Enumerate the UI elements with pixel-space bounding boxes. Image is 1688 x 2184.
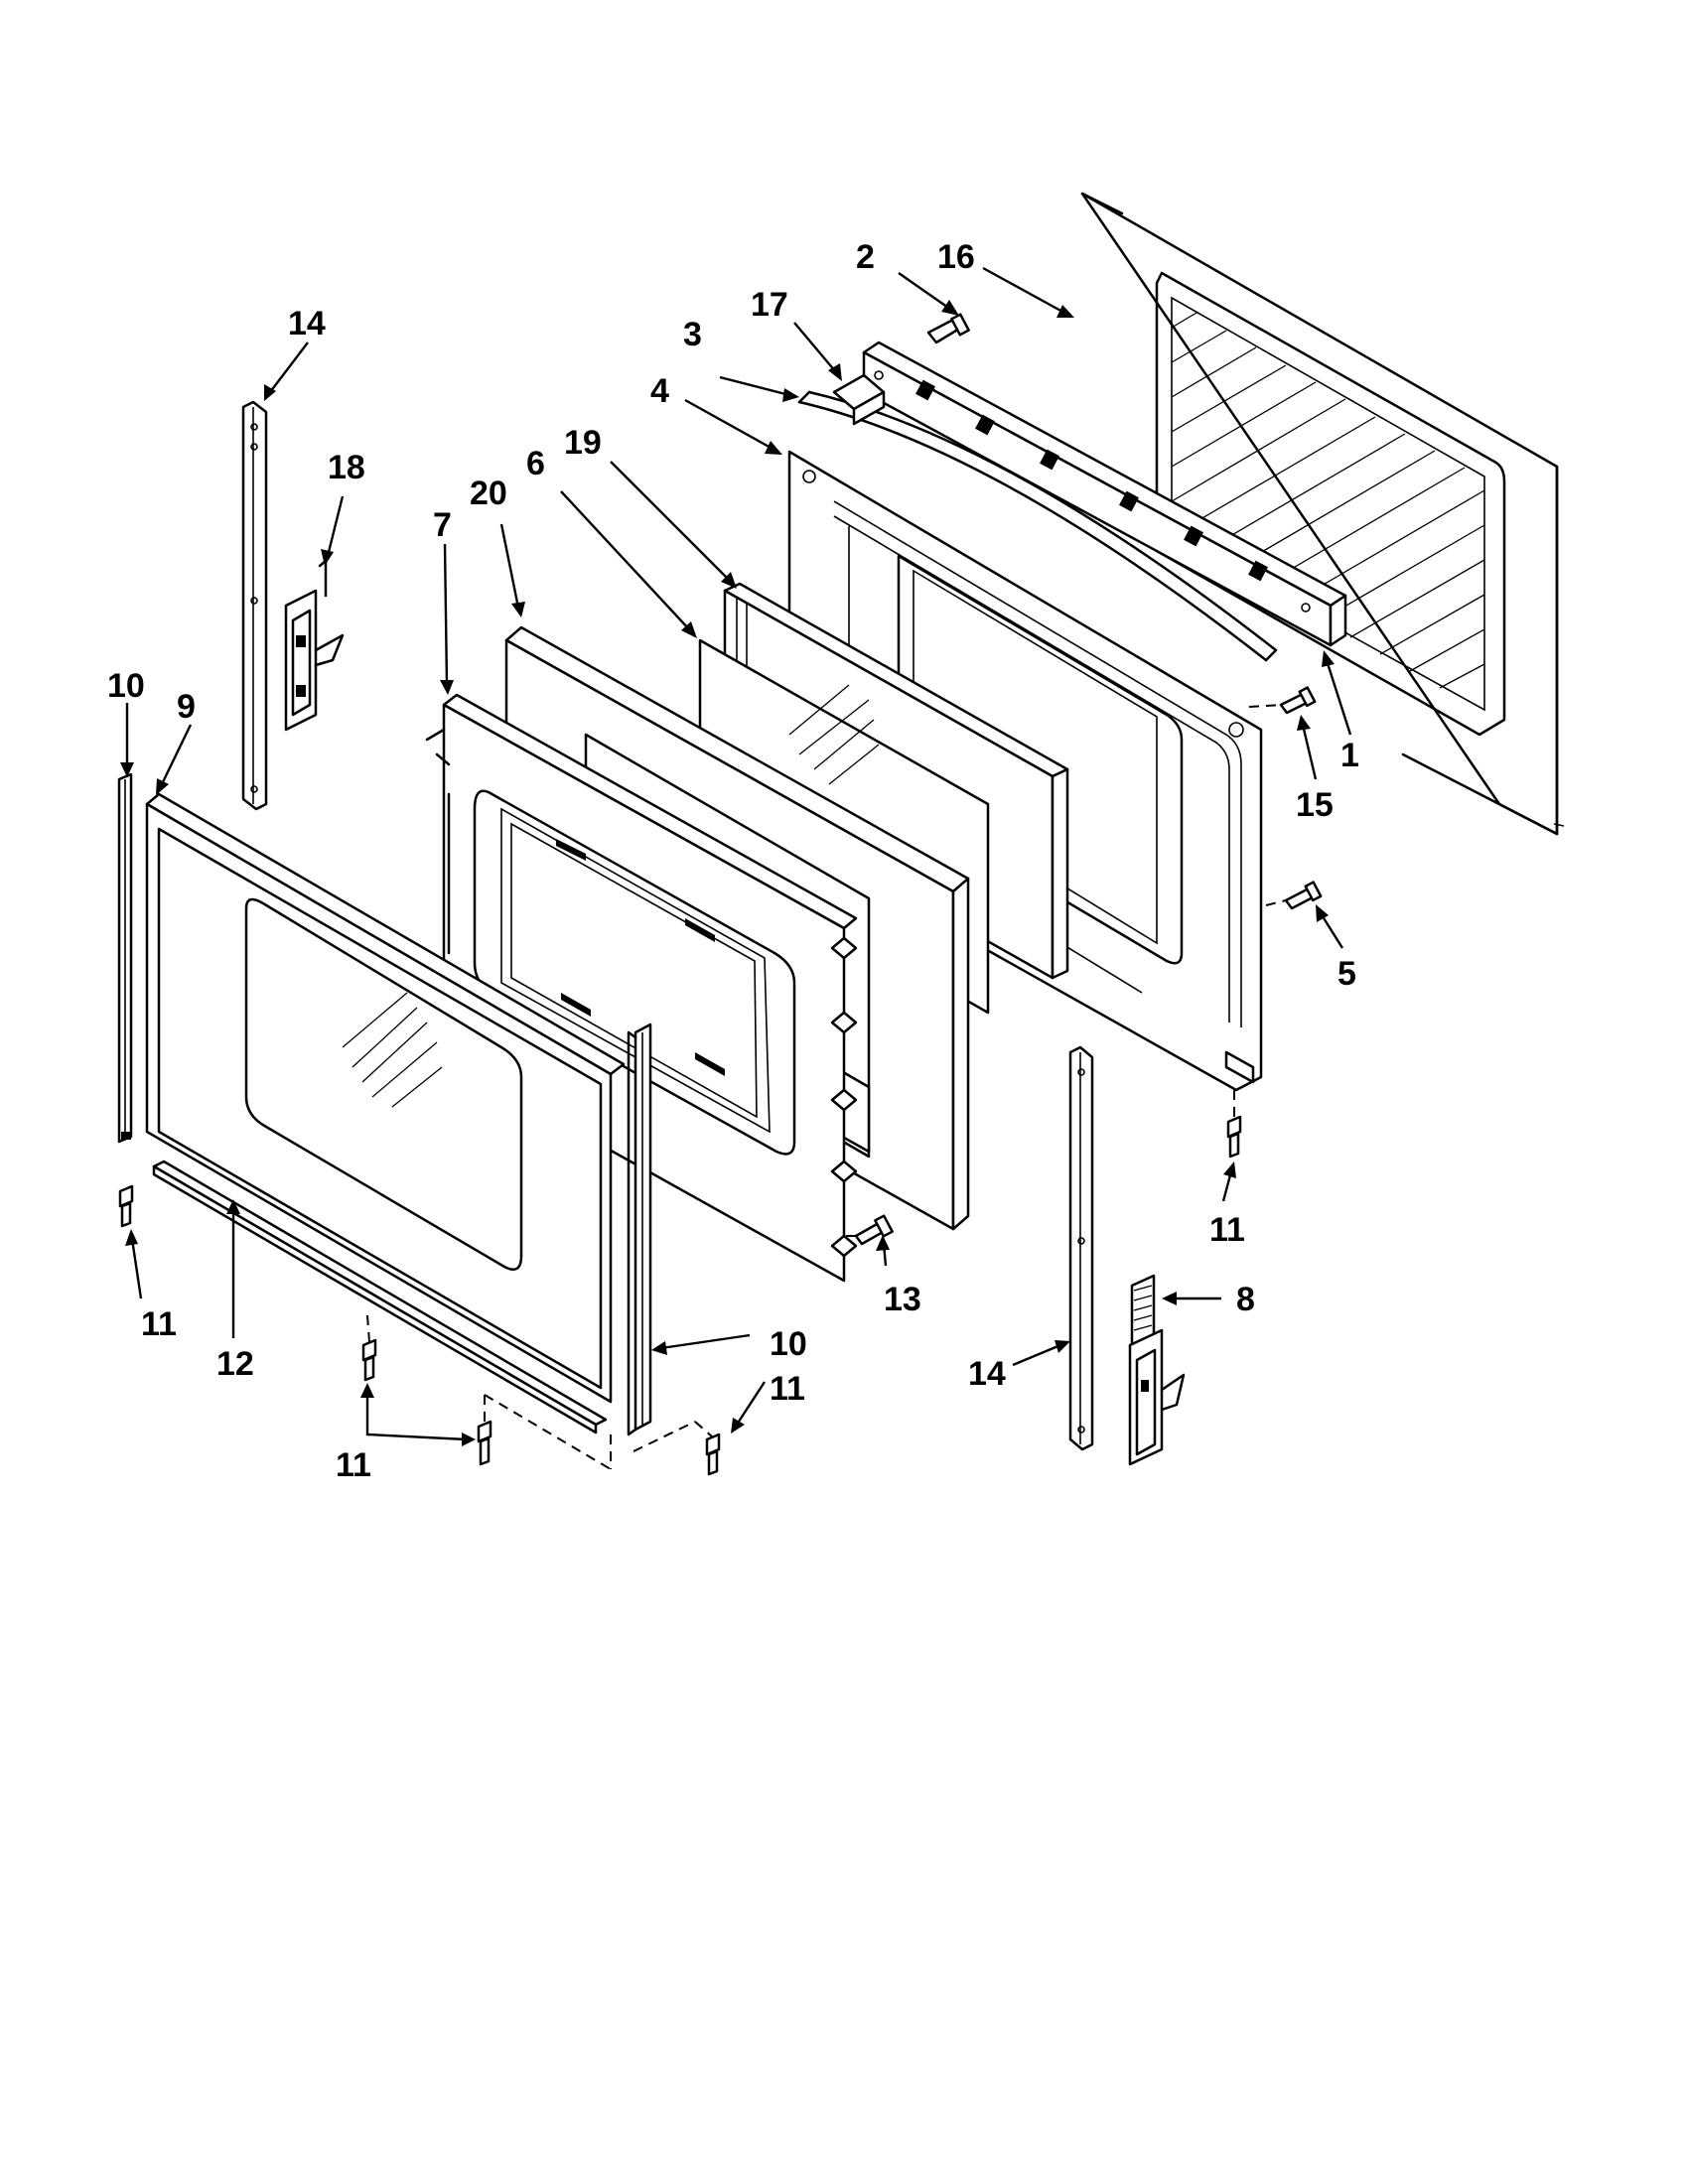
leader-arrows bbox=[120, 266, 1352, 1446]
callout-10: 10 bbox=[107, 667, 145, 705]
callout-8: 8 bbox=[1236, 1281, 1255, 1318]
callout-18: 18 bbox=[328, 449, 365, 486]
part-1-vent-trim bbox=[862, 341, 1347, 647]
part-10-left-side-trim bbox=[117, 772, 133, 1144]
screw-part-11-left bbox=[118, 1184, 134, 1228]
screw-part-11-bottom-a bbox=[361, 1338, 377, 1382]
callout-9: 9 bbox=[177, 688, 196, 726]
part-14-hinge-receiver-right bbox=[1068, 1045, 1094, 1451]
screw-part-11-bottom-c bbox=[705, 1433, 721, 1476]
callout-15: 15 bbox=[1296, 786, 1334, 824]
callout-2: 2 bbox=[856, 238, 875, 276]
callout-14: 14 bbox=[968, 1355, 1006, 1393]
callout-7: 7 bbox=[433, 506, 452, 544]
screw-part-13 bbox=[854, 1214, 894, 1246]
part-18-hinge bbox=[284, 559, 345, 732]
part-10-right-side-trim bbox=[627, 1023, 652, 1436]
callout-17: 17 bbox=[751, 286, 788, 324]
part-16-outer-panel bbox=[1080, 192, 1565, 836]
callout-11: 11 bbox=[1209, 1211, 1245, 1249]
part-14-hinge-receiver-left bbox=[241, 400, 268, 811]
callout-19: 19 bbox=[564, 424, 602, 462]
screw-part-15 bbox=[1279, 686, 1317, 715]
callout-10: 10 bbox=[770, 1325, 807, 1363]
screw-part-5 bbox=[1284, 881, 1323, 910]
callout-20: 20 bbox=[470, 475, 507, 512]
callout-11: 11 bbox=[336, 1446, 371, 1484]
callout-13: 13 bbox=[884, 1281, 921, 1318]
callout-11: 11 bbox=[141, 1305, 177, 1343]
callout-labels: 2 16 17 3 4 14 18 19 6 20 7 10 9 1 15 5 … bbox=[107, 238, 1359, 1484]
part-17-clip bbox=[832, 373, 886, 426]
screw-part-11-right bbox=[1226, 1115, 1242, 1159]
callout-16: 16 bbox=[937, 238, 975, 276]
part-8-hinge bbox=[1128, 1274, 1186, 1466]
part-12-bottom-trim bbox=[152, 1160, 608, 1434]
callout-3: 3 bbox=[683, 316, 702, 353]
callout-4: 4 bbox=[650, 372, 669, 410]
callout-5: 5 bbox=[1337, 955, 1356, 993]
callout-1: 1 bbox=[1340, 737, 1359, 774]
alignment-lines bbox=[366, 704, 1287, 1470]
screw-part-11-bottom-b bbox=[477, 1420, 492, 1466]
part-9-outer-door-glass bbox=[145, 792, 626, 1404]
callout-12: 12 bbox=[216, 1345, 254, 1383]
callout-11: 11 bbox=[770, 1370, 805, 1408]
screw-part-2 bbox=[926, 313, 970, 344]
part-7-inner-frame bbox=[425, 693, 858, 1283]
callout-6: 6 bbox=[526, 445, 545, 482]
callout-14: 14 bbox=[288, 305, 326, 342]
